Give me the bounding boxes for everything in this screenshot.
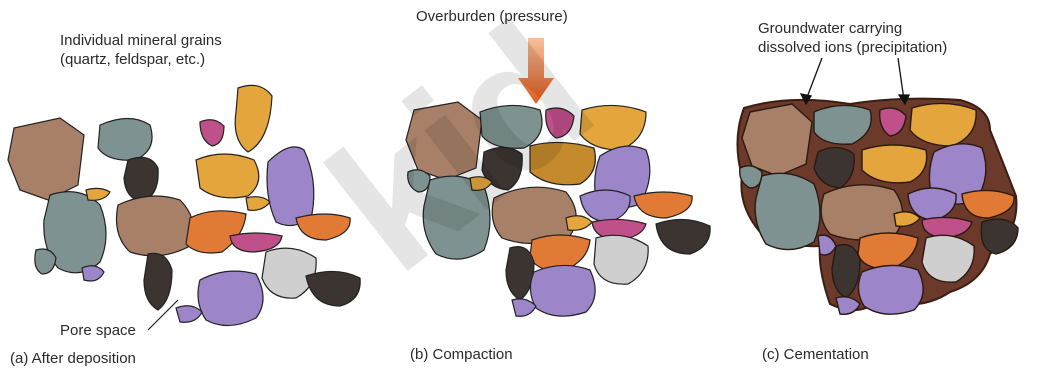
grain-a-tan-mid	[117, 196, 194, 256]
grain-b-tan-left	[406, 102, 482, 180]
grain-b-orange-right	[634, 192, 692, 218]
caption-a: (a) After deposition	[10, 350, 136, 368]
caption-c: (c) Cementation	[762, 346, 869, 364]
grain-a-orange-small	[86, 188, 110, 200]
grain-b-orange-small	[470, 177, 492, 191]
grain-a-graygreen-top	[98, 119, 152, 161]
grain-a-orange-right	[296, 214, 350, 240]
grain-b-purple-mid	[580, 190, 630, 222]
grain-a-yellow-mid	[196, 154, 259, 198]
label-groundwater-line1: Groundwater carrying	[758, 20, 902, 38]
groundwater-arrows	[801, 58, 909, 104]
grain-c-tan-mid	[821, 185, 902, 240]
grain-b-lightgray	[594, 235, 648, 284]
grain-c-dark-right	[981, 219, 1018, 254]
grain-a-purple-big	[267, 147, 314, 226]
label-overburden: Overburden (pressure)	[416, 8, 568, 26]
grain-a-dark-top	[124, 157, 158, 202]
grain-a-purple-low	[198, 271, 263, 325]
panel-b-grains	[406, 102, 710, 316]
caption-b: (b) Compaction	[410, 346, 513, 364]
grain-b-graygreen-top	[480, 105, 542, 148]
grain-a-dark-low	[144, 253, 172, 310]
grain-b-graygreen-small	[408, 170, 430, 192]
grain-a-purple-tiny	[176, 306, 202, 323]
label-mineral-grains-line2: (quartz, feldspar, etc.)	[60, 51, 205, 69]
grain-a-tan-left	[8, 118, 84, 200]
grain-a-lightgray	[262, 248, 316, 298]
panel-a-grains	[8, 85, 360, 325]
grain-c-graygreen-big	[755, 173, 820, 249]
grain-b-yellow-top	[580, 105, 646, 150]
grain-a-dark-right	[306, 271, 360, 306]
grain-b-yellow-mid	[530, 142, 595, 184]
label-mineral-grains-line1: Individual mineral grains	[60, 32, 222, 50]
grain-b-dark-low	[506, 247, 534, 300]
grain-c-purple-low	[858, 265, 923, 314]
grain-a-purple-small	[82, 266, 104, 281]
grain-c-tan-left	[742, 104, 812, 176]
grain-a-yellow-top	[235, 85, 272, 152]
grain-a-graygreen-small	[35, 249, 56, 274]
label-groundwater-line2: dissolved ions (precipitation)	[758, 39, 947, 57]
groundwater-arrow-right-shaft	[898, 58, 904, 100]
grain-a-magenta	[200, 120, 224, 146]
grain-b-purple-low	[530, 265, 595, 316]
groundwater-arrow-left-shaft	[806, 58, 822, 100]
grain-b-dark-right	[656, 219, 710, 254]
grain-a-yellow-small	[246, 197, 270, 211]
grain-b-magenta	[546, 108, 574, 138]
grain-b-yellow-small	[566, 216, 592, 231]
overburden-pressure-arrow	[518, 38, 554, 104]
label-pore-space: Pore space	[60, 322, 136, 340]
grain-c-yellow-mid	[862, 145, 927, 183]
